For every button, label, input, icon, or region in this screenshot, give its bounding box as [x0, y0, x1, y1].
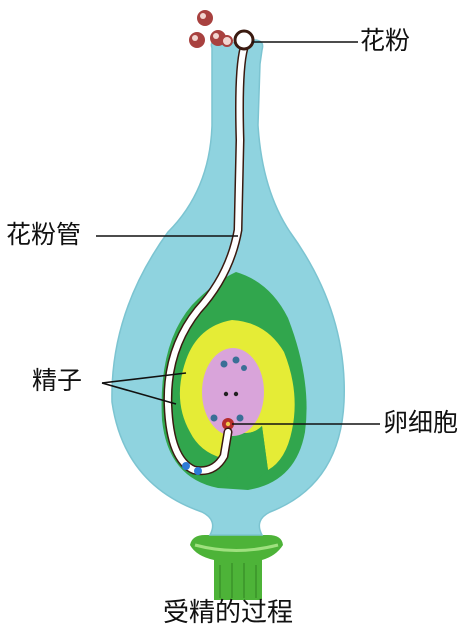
diagram-caption: 受精的过程 [163, 600, 293, 626]
label-sperm: 精子 [32, 368, 82, 393]
pollen-grains [189, 10, 253, 49]
receptacle [190, 535, 283, 600]
label-pollen: 花粉 [360, 28, 410, 53]
label-pollen-tube: 花粉管 [6, 222, 81, 247]
label-egg-cell: 卵细胞 [383, 410, 458, 435]
